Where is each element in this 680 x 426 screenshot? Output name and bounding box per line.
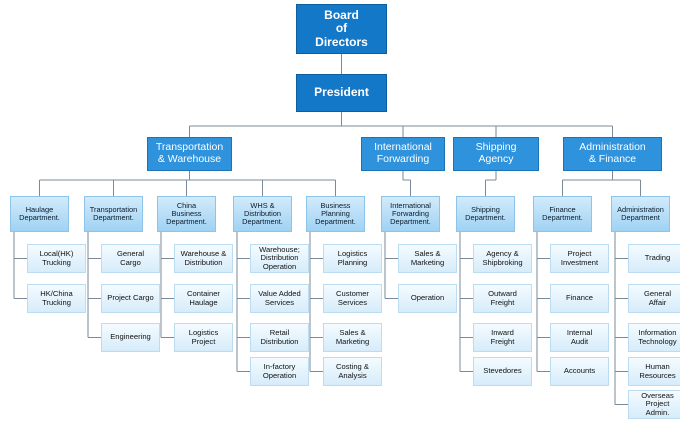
department-box-4: WHS & Distribution Department. bbox=[233, 196, 292, 232]
unit-box-6-1: Sales & Marketing bbox=[398, 244, 457, 273]
department-box-8: Finance Department. bbox=[533, 196, 592, 232]
unit-box-9-2: General Affair bbox=[628, 284, 680, 313]
unit-box-9-1: Trading bbox=[628, 244, 680, 273]
unit-box-4-4: In-factory Operation bbox=[250, 357, 309, 386]
unit-box-9-5: Overseas Project Admin. bbox=[628, 390, 680, 419]
unit-box-7-1: Agency & Shipbroking bbox=[473, 244, 532, 273]
unit-box-8-2: Finance bbox=[550, 284, 609, 313]
unit-box-8-4: Accounts bbox=[550, 357, 609, 386]
unit-box-8-3: Internal Audit bbox=[550, 323, 609, 352]
unit-box-9-3: Information Technology bbox=[628, 323, 680, 352]
board-of-directors-box: Board of Directors bbox=[296, 4, 387, 54]
unit-box-8-1: Project Investment bbox=[550, 244, 609, 273]
unit-box-3-1: Warehouse & Distribution bbox=[174, 244, 233, 273]
unit-box-2-1: General Cargo bbox=[101, 244, 160, 273]
department-box-1: Haulage Department. bbox=[10, 196, 69, 232]
unit-box-1-1: Local(HK) Trucking bbox=[27, 244, 86, 273]
unit-box-7-4: Stevedores bbox=[473, 357, 532, 386]
unit-box-5-1: Logistics Planning bbox=[323, 244, 382, 273]
unit-box-5-3: Sales & Marketing bbox=[323, 323, 382, 352]
group-box-1: Transportation & Warehouse bbox=[147, 137, 232, 171]
unit-box-6-2: Operation bbox=[398, 284, 457, 313]
group-box-2: International Forwarding bbox=[361, 137, 445, 171]
unit-box-5-4: Costing & Analysis bbox=[323, 357, 382, 386]
department-box-7: Shipping Department. bbox=[456, 196, 515, 232]
unit-box-5-2: Customer Services bbox=[323, 284, 382, 313]
department-box-2: Transportation Department. bbox=[84, 196, 143, 232]
unit-box-4-2: Value Added Services bbox=[250, 284, 309, 313]
unit-box-3-2: Container Haulage bbox=[174, 284, 233, 313]
unit-box-2-2: Project Cargo bbox=[101, 284, 160, 313]
department-box-9: Administration Department bbox=[611, 196, 670, 232]
unit-box-4-3: Retail Distribution bbox=[250, 323, 309, 352]
unit-box-1-2: HK/China Trucking bbox=[27, 284, 86, 313]
unit-box-3-3: Logistics Project bbox=[174, 323, 233, 352]
department-box-3: China Business Department. bbox=[157, 196, 216, 232]
unit-box-4-1: Warehouse; Distribution Operation bbox=[250, 244, 309, 273]
group-box-4: Administration & Finance bbox=[563, 137, 662, 171]
unit-box-2-3: Engineering bbox=[101, 323, 160, 352]
unit-box-9-4: Human Resources bbox=[628, 357, 680, 386]
department-box-6: International Forwarding Department. bbox=[381, 196, 440, 232]
president-box: President bbox=[296, 74, 387, 112]
department-box-5: Business Planning Department. bbox=[306, 196, 365, 232]
unit-box-7-2: Outward Freight bbox=[473, 284, 532, 313]
group-box-3: Shipping Agency bbox=[453, 137, 539, 171]
unit-box-7-3: Inward Freight bbox=[473, 323, 532, 352]
